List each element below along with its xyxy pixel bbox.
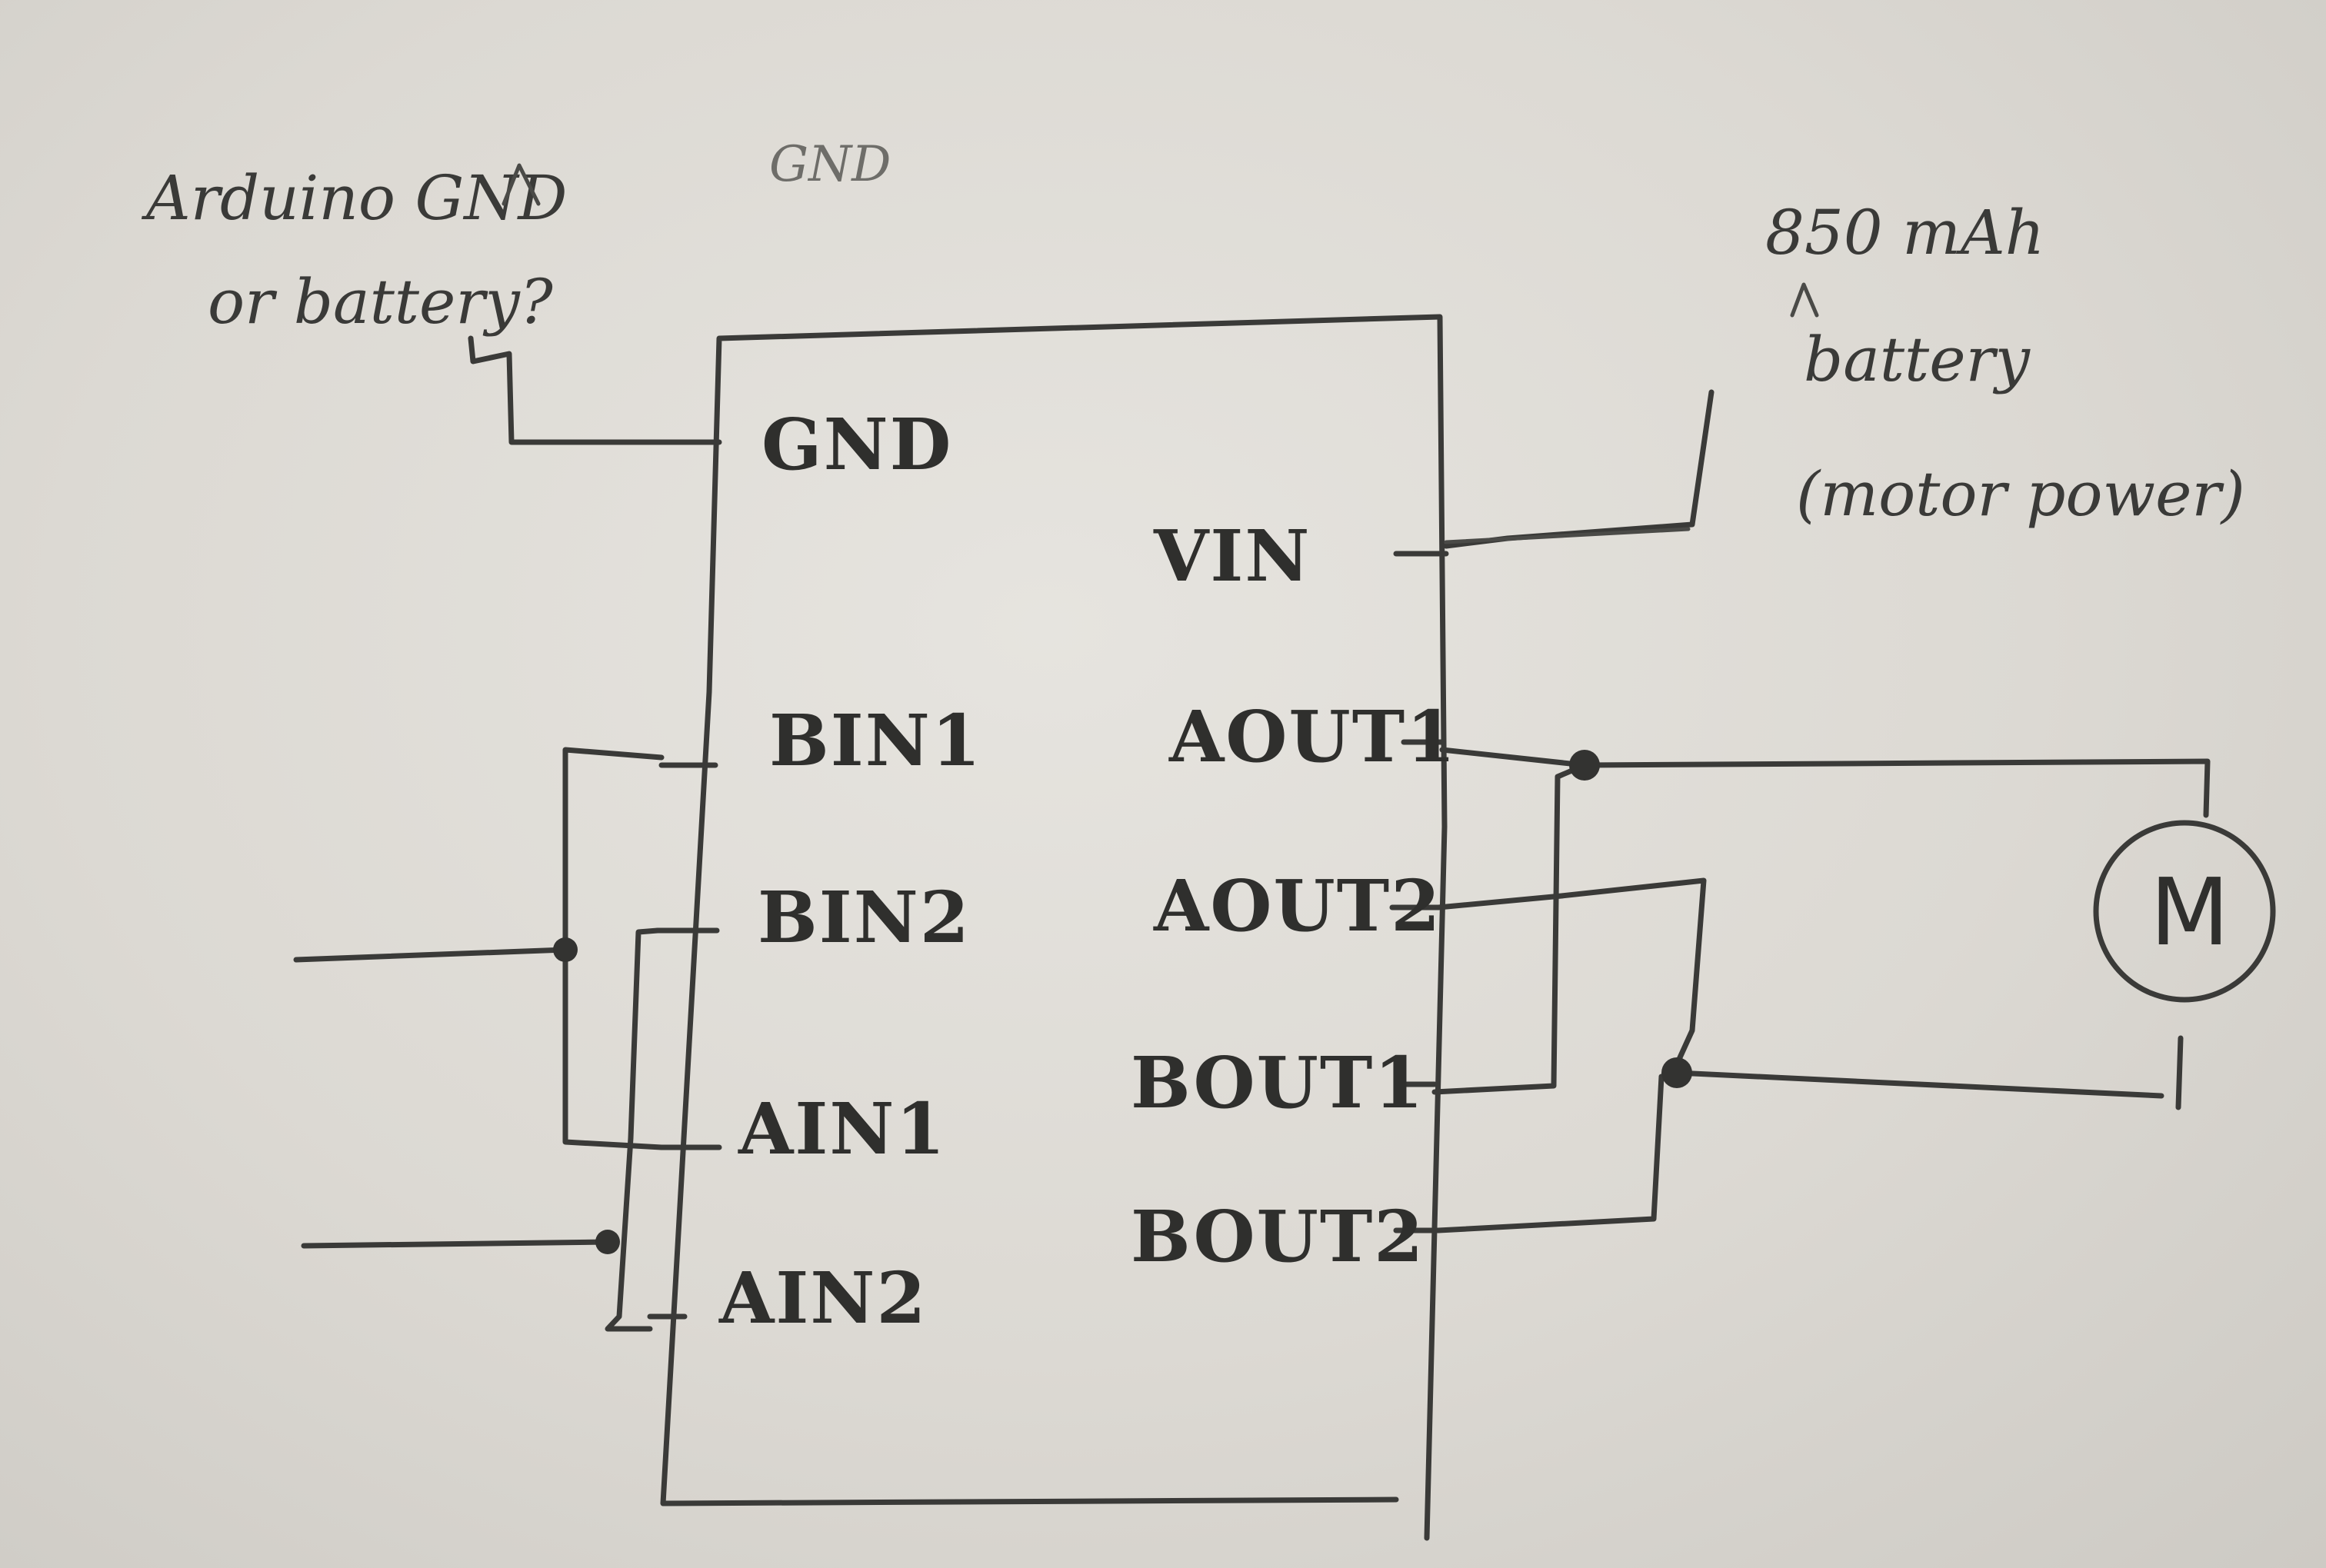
battery-note-line2: battery xyxy=(1804,324,2031,395)
junction-bout xyxy=(1661,1057,1692,1088)
gnd-question-line1: Arduino GND xyxy=(141,162,568,234)
pin-label-bout1: BOUT1 xyxy=(1131,1041,1425,1124)
faint-gnd-note: GND xyxy=(769,136,891,193)
bout1-wire xyxy=(1431,762,1588,1095)
pin-label-gnd: GND xyxy=(761,403,952,486)
chip-outline xyxy=(660,314,1448,1541)
bout2-wire xyxy=(1435,1070,2164,1233)
motor-label: M xyxy=(2150,860,2230,967)
bin2-ain2-bridge xyxy=(605,927,661,1332)
gnd-question-line2: or battery? xyxy=(208,266,554,338)
insert-caret-2 xyxy=(1790,282,1819,318)
aout2-wire xyxy=(1435,877,1707,1076)
motor-symbol xyxy=(2093,820,2276,1003)
junction-aout1 xyxy=(1569,750,1600,781)
insert-caret-1 xyxy=(502,163,541,206)
left-input-wire-top xyxy=(293,947,568,963)
aout1-wire xyxy=(1439,747,2211,818)
vin-wire-retrace xyxy=(1444,527,1691,544)
pin-label-vin: VIN xyxy=(1153,514,1311,598)
pin-label-bout2: BOUT2 xyxy=(1131,1195,1425,1278)
battery-note-line3: (motor power) xyxy=(1796,458,2245,530)
pin-label-bin1: BIN1 xyxy=(769,699,982,782)
vin-wire xyxy=(1443,389,1715,549)
left-input-wire-bottom xyxy=(301,1239,611,1249)
battery-note-line1: 850 mAh xyxy=(1765,197,2044,268)
gnd-wire xyxy=(468,335,671,445)
pin-label-aout1: AOUT1 xyxy=(1168,695,1457,778)
junction-left-top xyxy=(553,937,578,962)
pin-label-ain2: AIN2 xyxy=(718,1257,928,1340)
pin-label-aout2: AOUT2 xyxy=(1153,864,1441,947)
motor-lead-bottom xyxy=(2175,1035,2184,1110)
pin-label-bin2: BIN2 xyxy=(758,876,971,959)
junction-left-bottom xyxy=(595,1230,620,1254)
pin-label-ain1: AIN1 xyxy=(738,1087,947,1170)
bin1-ain1-bridge xyxy=(562,747,665,1150)
